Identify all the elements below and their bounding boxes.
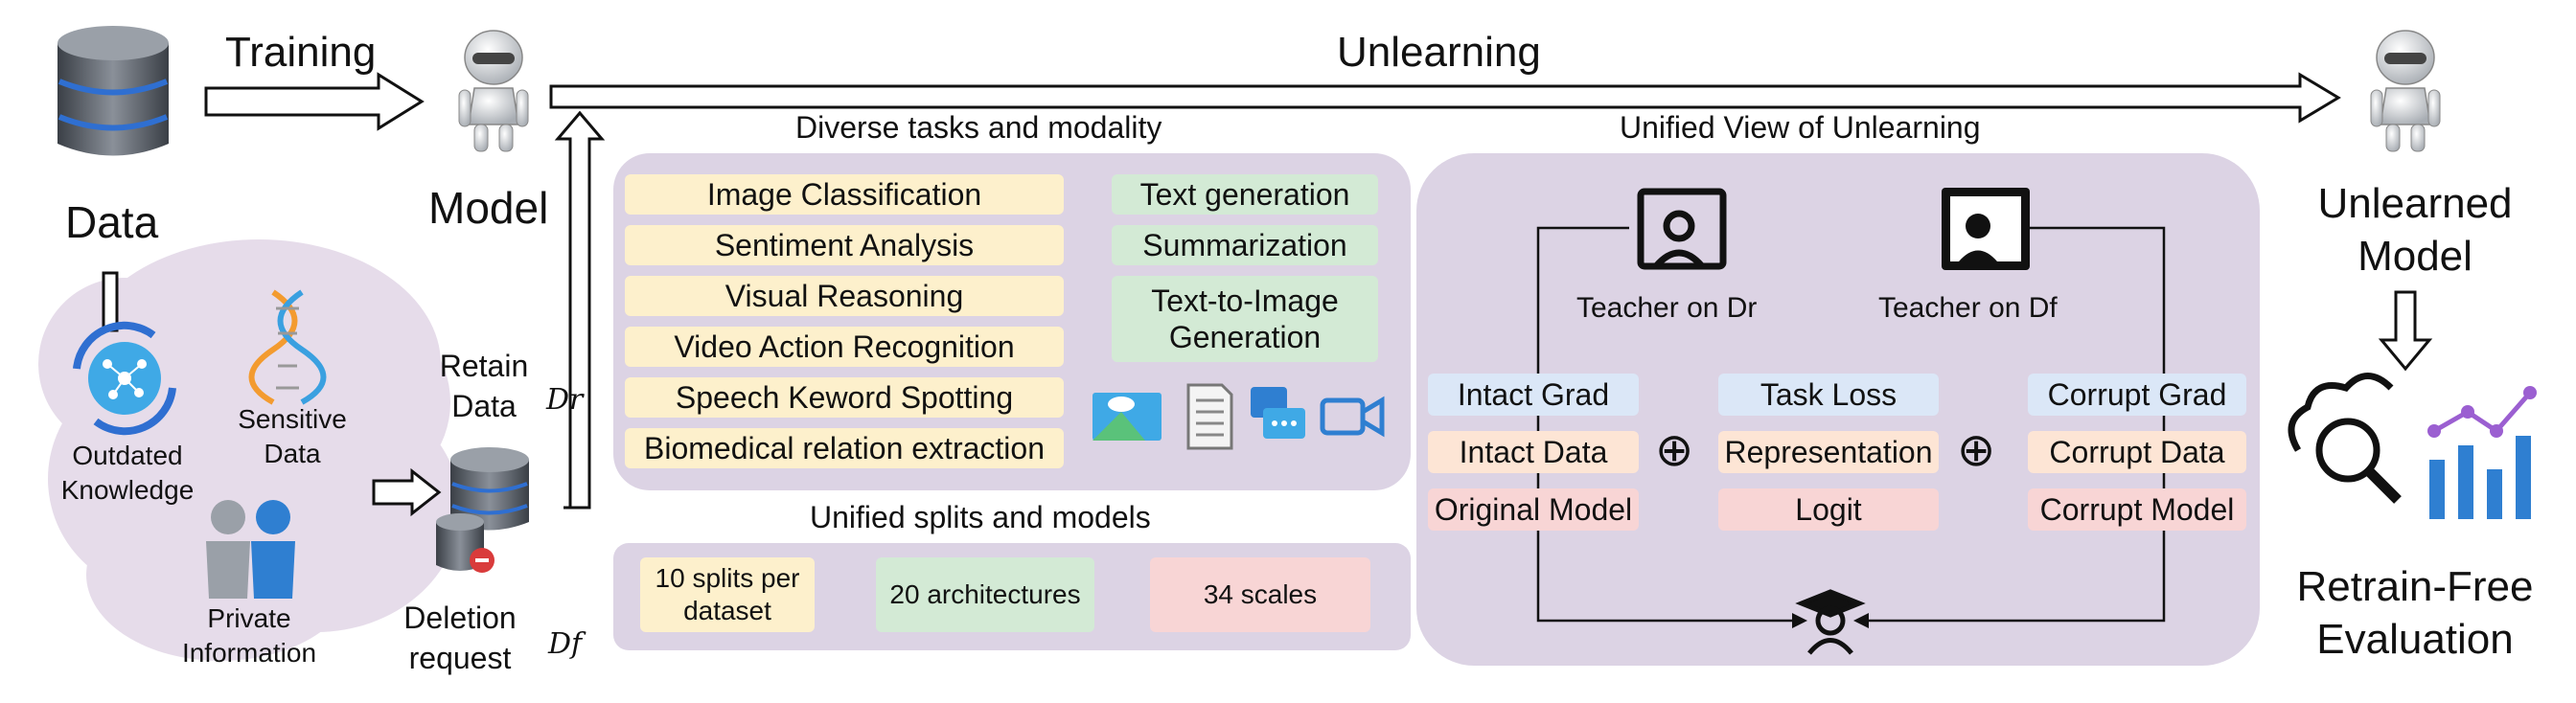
to-evaluation-arrow (2378, 290, 2433, 372)
training-arrow (204, 72, 425, 131)
splits-title: Unified splits and models (810, 500, 1151, 534)
task-item: Sentiment Analysis (625, 225, 1064, 265)
oplus-symbol: ⊕ (1957, 425, 1996, 476)
splits-item: 34 scales (1150, 557, 1370, 632)
cloud-to-db-arrow (372, 467, 442, 517)
outdated-knowledge-icon (73, 321, 176, 436)
task-item: Text-to-Image Generation (1112, 276, 1378, 362)
image-icon (1092, 393, 1162, 441)
tasks-title: Diverse tasks and modality (795, 110, 1162, 145)
task-item: Visual Reasoning (625, 276, 1064, 316)
unlearned-model-label: Unlearned Model (2317, 180, 2513, 280)
outdated-label: Outdated Knowledge (60, 441, 195, 506)
teacher-df-icon (1942, 188, 2030, 270)
training-label: Training (225, 29, 377, 76)
student-icon (1795, 589, 1866, 655)
original-model: Original Model (1428, 488, 1639, 531)
representation: Representation (1718, 431, 1939, 473)
retain-symbol: Dr (546, 383, 584, 417)
deletion-database-icon (436, 513, 494, 573)
logit: Logit (1718, 488, 1939, 531)
dna-icon (248, 289, 327, 405)
model-label: Model (428, 183, 549, 233)
private-persons-icon (206, 500, 295, 599)
unlearned-robot-icon (2370, 30, 2441, 152)
task-item: Image Classification (625, 174, 1064, 215)
retain-up-arrow (554, 110, 606, 510)
unlearning-label: Unlearning (1337, 29, 1541, 76)
teacher-dr-icon (1637, 188, 1727, 270)
deletion-symbol: Df (548, 627, 583, 661)
task-item: Text generation (1112, 174, 1378, 215)
video-camera-icon (1320, 396, 1385, 438)
data-label: Data (65, 197, 159, 247)
retain-label: Retain Data (439, 349, 529, 423)
speech-chat-icon (1251, 387, 1305, 439)
corrupt-grad: Corrupt Grad (2028, 374, 2246, 416)
sensitive-label: Sensitive Data (238, 404, 347, 469)
evaluation-label: Retrain-Free Evaluation (2296, 563, 2534, 663)
task-item: Biomedical relation extraction (625, 428, 1064, 468)
deletion-label: Deletion request (403, 601, 517, 675)
document-icon (1186, 383, 1233, 450)
task-loss: Task Loss (1718, 374, 1939, 416)
teacher-dr-label: Teacher on Dr (1576, 292, 1758, 324)
task-item: Speech Keword Spotting (625, 377, 1064, 418)
corrupt-model: Corrupt Model (2028, 488, 2246, 531)
intact-grad: Intact Grad (1428, 374, 1639, 416)
database-icon (58, 26, 169, 156)
retain-database-icon (450, 447, 529, 531)
intact-data: Intact Data (1428, 431, 1639, 473)
bar-chart-icon (2427, 386, 2537, 519)
private-label: Private Information (181, 603, 317, 669)
splits-item: 10 splits per dataset (640, 557, 815, 632)
teacher-df-label: Teacher on Df (1878, 292, 2058, 324)
task-item: Video Action Recognition (625, 327, 1064, 367)
unified-title: Unified View of Unlearning (1620, 110, 1981, 145)
splits-item: 20 architectures (876, 557, 1094, 632)
cloud-search-icon (2288, 373, 2402, 504)
oplus-symbol: ⊕ (1655, 425, 1694, 476)
model-robot-icon (458, 30, 529, 152)
task-item: Summarization (1112, 225, 1378, 265)
corrupt-data: Corrupt Data (2028, 431, 2246, 473)
unlearning-arrow (549, 72, 2341, 124)
